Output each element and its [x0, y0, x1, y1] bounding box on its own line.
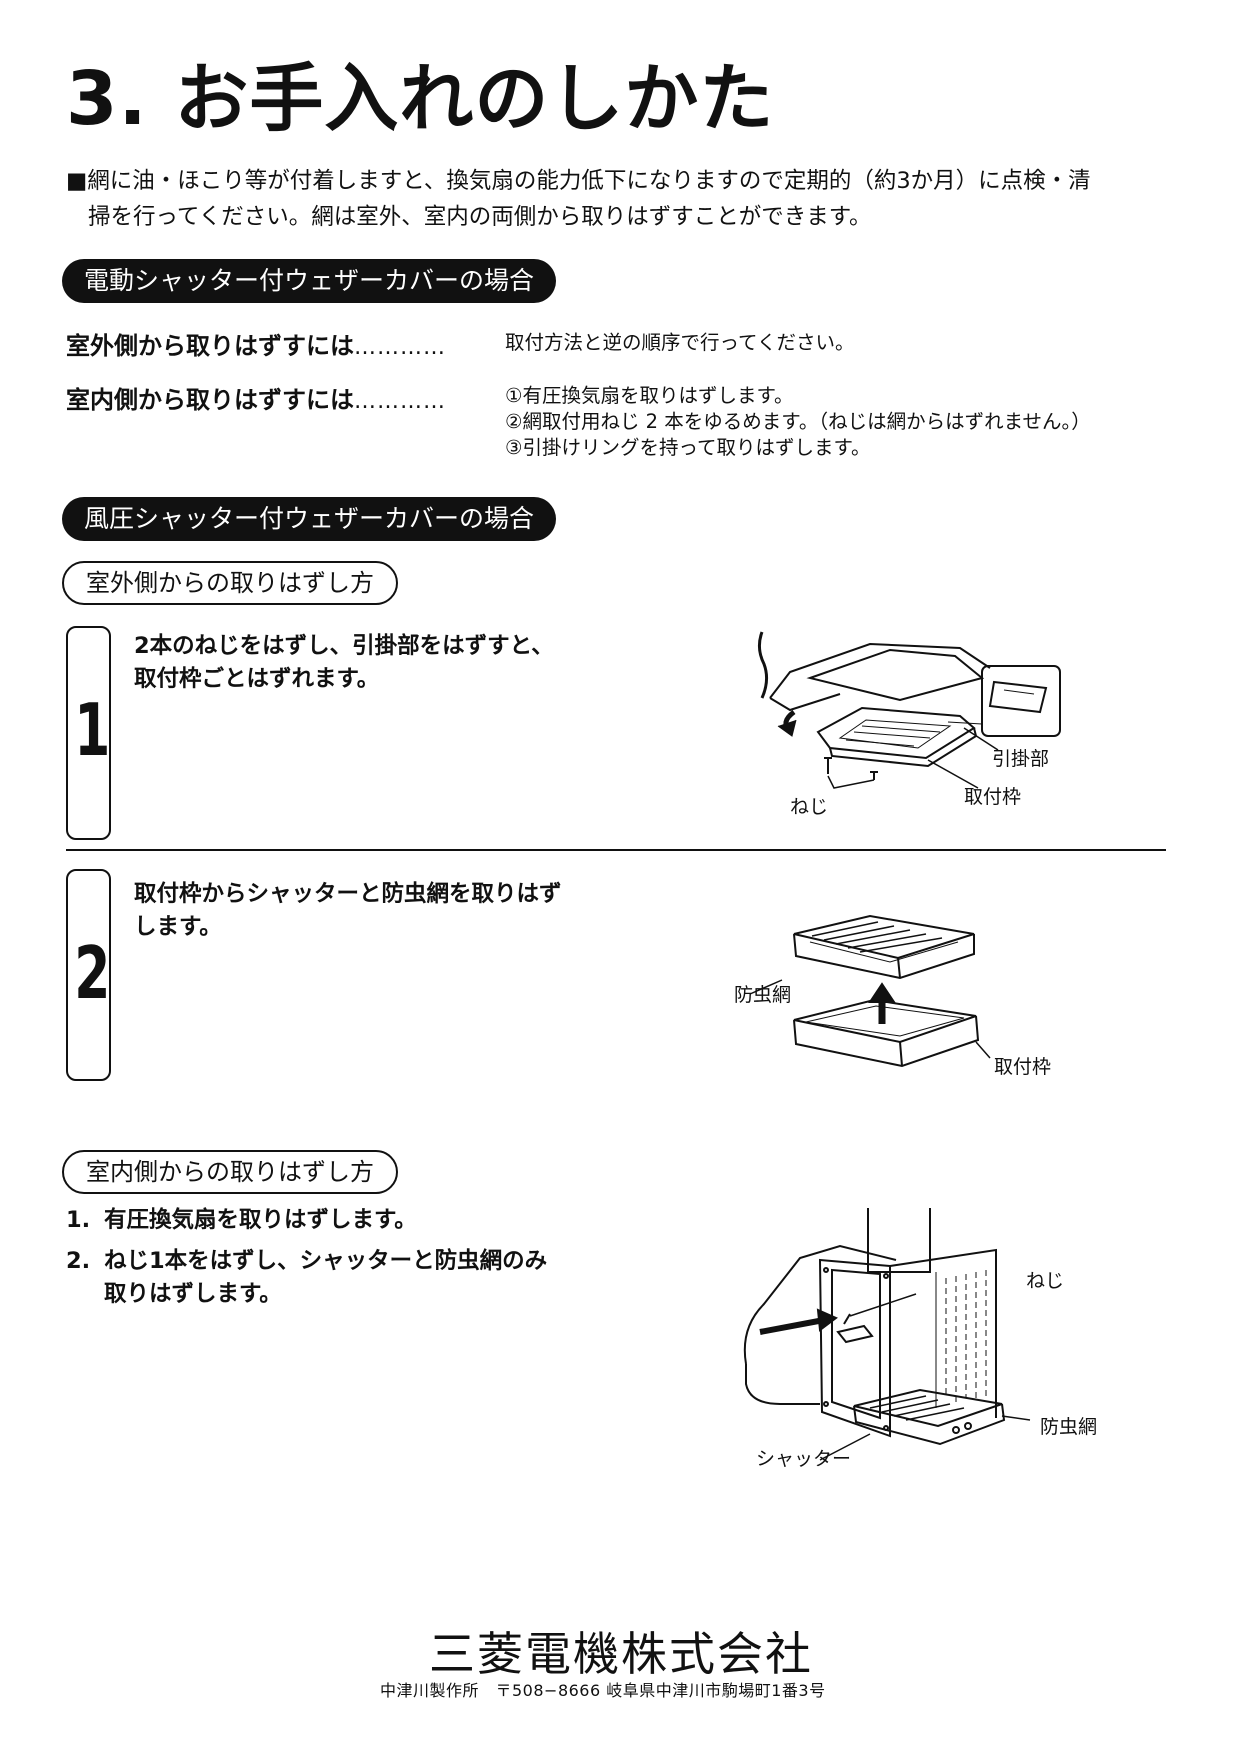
- page-title: 3. お手入れのしかた: [66, 56, 775, 142]
- electric-indoor-row: 室内側から取りはずすには…………: [66, 380, 446, 415]
- step-1-box: 1: [66, 626, 111, 840]
- indoor-step-2-text-line-2: 取りはずします。: [104, 1281, 282, 1307]
- indoor-step-1-text: 有圧換気扇を取りはずします。: [104, 1207, 417, 1233]
- intro-line-2: 掃を行ってください。網は室外、室内の両側から取りはずすことができます。: [88, 204, 872, 230]
- electric-indoor-dots: …………: [354, 389, 446, 414]
- step-1-text-line-2: 取付枠ごとはずれます。: [134, 666, 380, 692]
- indoor-step-2-text-line-1: ねじ1本をはずし、シャッターと防虫網のみ: [104, 1248, 548, 1274]
- step-2-label-net: 防虫網: [734, 984, 792, 1006]
- step-2-box: 2: [66, 869, 111, 1081]
- company-name: 三菱電機株式会社: [429, 1627, 813, 1681]
- indoor-step-2-num: 2.: [66, 1248, 91, 1274]
- company-address: 中津川製作所 〒508−8666 岐阜県中津川市駒場町1番3号: [380, 1681, 826, 1700]
- indoor-step-2: 2. ねじ1本をはずし、シャッターと防虫網のみ 取りはずします。: [66, 1245, 626, 1311]
- electric-indoor-steps: ①有圧換気扇を取りはずします。 ②網取付用ねじ 2 本をゆるめます。（ねじは網か…: [505, 383, 1091, 461]
- step-1-label-frame: 取付枠: [964, 786, 1022, 808]
- indoor-step-1-num: 1.: [66, 1207, 91, 1233]
- step-2-illustration: [749, 914, 991, 1068]
- wind-indoor-heading: 室内側からの取りはずし方: [62, 1150, 398, 1194]
- electric-indoor-step-2: ②網取付用ねじ 2 本をゆるめます。（ねじは網からはずれません。）: [505, 410, 1091, 433]
- indoor-label-screw: ねじ: [1026, 1270, 1065, 1292]
- indoor-step-1: 1. 有圧換気扇を取りはずします。: [66, 1204, 626, 1237]
- step-1-text: 2本のねじをはずし、引掛部をはずすと、 取付枠ごとはずれます。: [134, 630, 614, 696]
- wind-outdoor-heading: 室外側からの取りはずし方: [62, 561, 398, 605]
- electric-indoor-step-3: ③引掛けリングを持って取りはずします。: [505, 436, 871, 459]
- step-divider: [66, 849, 1166, 851]
- intro-line-1: ■網に油・ほこり等が付着しますと、換気扇の能力低下になりますので定期的（約3か月…: [66, 168, 1091, 194]
- step-1-number: 1: [74, 688, 111, 772]
- electric-indoor-step-1: ①有圧換気扇を取りはずします。: [505, 384, 794, 407]
- indoor-step-list: 1. 有圧換気扇を取りはずします。 2. ねじ1本をはずし、シャッターと防虫網の…: [66, 1204, 626, 1311]
- indoor-illustration: [743, 1208, 1031, 1461]
- electric-outdoor-text: 取付方法と逆の順序で行ってください。: [505, 331, 855, 354]
- step-1-illustration: [757, 631, 1061, 789]
- electric-indoor-lead: 室内側から取りはずすには: [66, 386, 354, 414]
- step-2-label-frame: 取付枠: [994, 1056, 1052, 1078]
- step-1-label-hook: 引掛部: [992, 748, 1050, 770]
- section-electric-heading: 電動シャッター付ウェザーカバーの場合: [62, 259, 557, 303]
- step-2-text-line-2: します。: [134, 914, 222, 940]
- indoor-label-net: 防虫網: [1040, 1416, 1098, 1438]
- section-wind-heading: 風圧シャッター付ウェザーカバーの場合: [62, 497, 557, 541]
- electric-outdoor-dots: …………: [354, 335, 446, 360]
- step-2-text: 取付枠からシャッターと防虫網を取りはず します。: [134, 878, 614, 944]
- step-1-text-line-1: 2本のねじをはずし、引掛部をはずすと、: [134, 633, 554, 659]
- electric-outdoor-lead: 室外側から取りはずすには: [66, 332, 354, 360]
- indoor-label-shutter: シャッター: [756, 1448, 852, 1470]
- electric-outdoor-row: 室外側から取りはずすには…………: [66, 326, 446, 361]
- step-2-text-line-1: 取付枠からシャッターと防虫網を取りはず: [134, 881, 562, 907]
- intro-text: ■網に油・ほこり等が付着しますと、換気扇の能力低下になりますので定期的（約3か月…: [66, 163, 1191, 235]
- step-2-number: 2: [74, 931, 111, 1015]
- step-1-label-screw: ねじ: [790, 796, 829, 818]
